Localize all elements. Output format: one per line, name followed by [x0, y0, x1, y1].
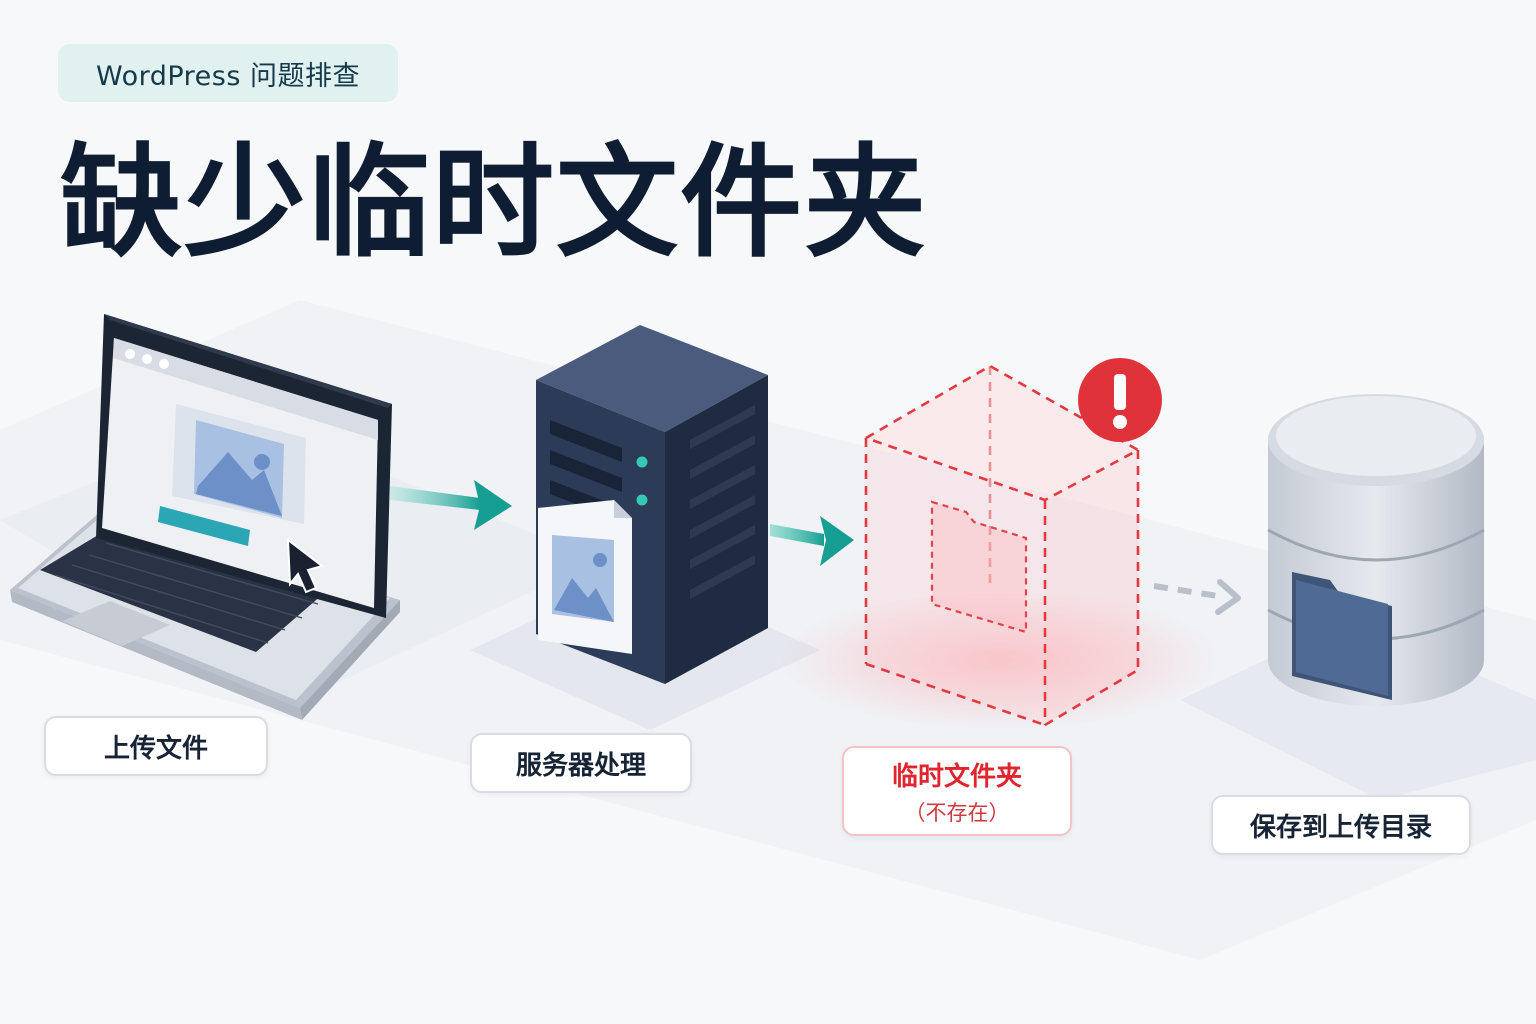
folder-icon: [930, 500, 1028, 634]
page-title: 缺少临时文件夹: [60, 132, 928, 274]
step-label-save: 保存到上传目录: [1211, 795, 1471, 855]
alert-icon: [1078, 358, 1162, 442]
arrow-right-icon: [1153, 579, 1241, 615]
cursor-icon: [286, 537, 325, 594]
category-tag: WordPress 问题排查: [58, 44, 398, 102]
temp-folder-status: （不存在）: [904, 800, 1010, 825]
arrow-right-icon: [390, 480, 512, 530]
temp-folder-label: 临时文件夹: [891, 761, 1022, 792]
laptop-icon: [10, 314, 400, 720]
database-icon: [1267, 394, 1485, 706]
step-label-temp-folder: 临时文件夹 （不存在）: [842, 746, 1072, 836]
server-icon: [536, 325, 768, 684]
step-label-upload: 上传文件: [44, 716, 268, 776]
folder-icon: [1292, 572, 1392, 700]
missing-folder-icon: [864, 358, 1162, 727]
step-label-server: 服务器处理: [470, 733, 692, 793]
arrow-right-icon: [770, 516, 854, 566]
